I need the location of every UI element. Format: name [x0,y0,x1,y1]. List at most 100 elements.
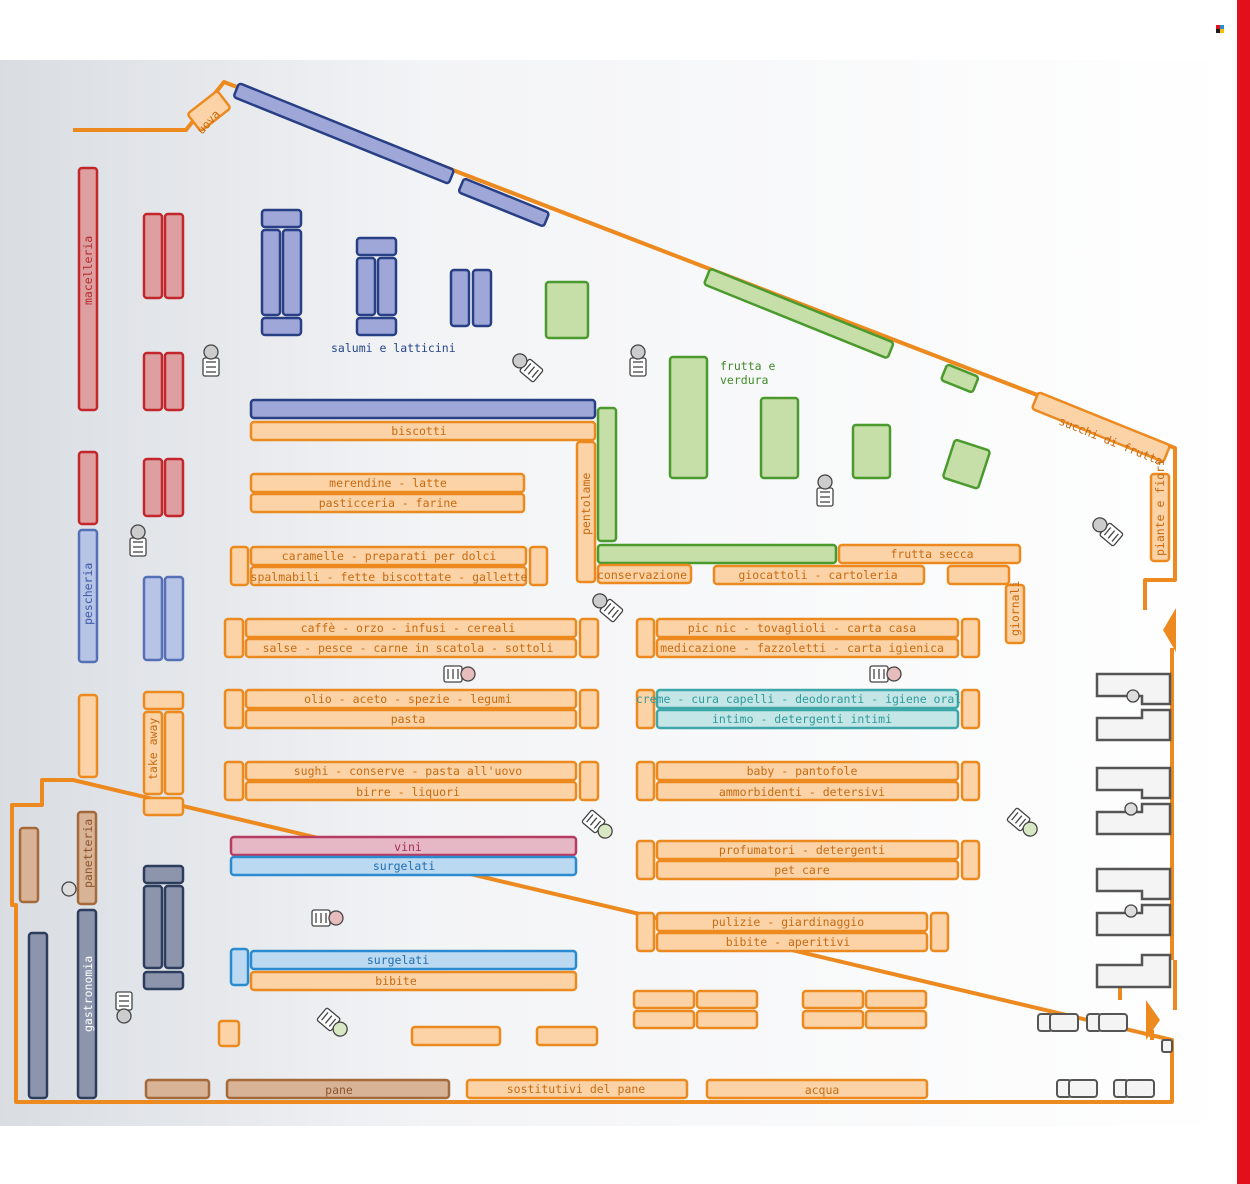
dairy-wall-fridge [458,177,550,227]
small-display [864,1009,928,1030]
label-surgelati-1: surgelati [373,859,435,873]
brand-logo-icon [1216,25,1224,33]
aisle-picnic[interactable] [655,617,960,639]
aisle-giocattoli[interactable] [712,564,926,586]
aisle-pane[interactable] [225,1078,451,1100]
label-creme: creme - cura capelli - deodoranti - igie… [636,692,968,706]
label-picnic: pic nic - tovaglioli - carta casa [688,621,916,635]
aisle-acqua[interactable] [705,1078,929,1100]
aisle-bibite-aperitivi[interactable] [655,931,929,953]
small-display [695,989,759,1010]
aisle-sughi[interactable] [244,760,578,782]
gastronomia-label: gastronomia [81,956,95,1032]
small-display [946,564,1011,586]
takeaway-shelf [163,710,185,796]
aisle-endcap [635,688,656,730]
aisle-frutta-secca[interactable] [837,543,1022,565]
label-olio: olio - aceto - spezie - legumi [304,692,512,706]
produce-table [942,438,991,490]
label-vini: vini [394,840,422,854]
aisle-vini[interactable] [229,835,578,857]
aisle-surgelati-1[interactable] [229,855,578,877]
dairy-island [355,236,398,257]
aisle-creme[interactable] [655,688,960,710]
aisle-endcap [528,545,549,587]
frutta-verdura-label-line2: verdura [720,373,768,387]
label-bibite: bibite [375,974,417,988]
gastronomia-counter[interactable] [76,908,98,1100]
uova-shelf[interactable] [187,90,231,132]
aisle-bibite[interactable] [249,970,578,992]
aisle-conservazione[interactable] [596,563,693,585]
deli-island [163,884,185,970]
dairy-island [260,228,282,317]
small-display [632,1009,696,1030]
dairy-fridge-row [249,398,597,420]
macelleria-counter[interactable] [77,166,99,412]
small-display [217,1019,241,1048]
label-intimo: intimo - detergenti intimi [712,712,892,726]
map-background [0,60,1236,1126]
macelleria-label: macelleria [81,236,95,305]
entrance-arrow-icon [1163,608,1176,652]
aisle-surgelati-2[interactable] [249,949,578,971]
label-pasticceria: pasticceria - farine [319,496,458,510]
aisle-profumatori[interactable] [655,839,960,861]
aisle-endcap [223,688,245,730]
label-pulizie: pulizie - giardinaggio [712,915,864,929]
meat-island [142,351,164,412]
piante-shelf[interactable] [1149,472,1171,563]
aisle-spalmabili[interactable] [249,565,528,587]
aisle-baby[interactable] [655,760,960,782]
aisle-merendine[interactable] [249,472,526,494]
aisle-caffe[interactable] [244,617,578,639]
aisle-endcap [578,617,600,659]
aisle-pasta[interactable] [244,708,578,730]
aisle-pulizie[interactable] [655,911,929,933]
meat-island [142,212,164,300]
pescheria-counter[interactable] [77,528,99,664]
aisle-ammorbidenti[interactable] [655,780,960,802]
meat-island [163,351,185,412]
aisle-endcap [223,760,245,802]
pentolame-shelf[interactable] [575,440,597,584]
store-outline [10,80,1177,1104]
aisle-pasticceria[interactable] [249,492,526,514]
aisle-endcap [578,688,600,730]
bakery-side-counter [18,826,40,904]
aisle-medicazione[interactable] [655,637,960,659]
dairy-island [281,228,303,317]
brand-red-bar [1237,0,1250,1184]
aisle-olio[interactable] [244,688,578,710]
aisle-intimo[interactable] [655,708,960,730]
aisle-petcare[interactable] [655,859,960,881]
succhi-shelf[interactable] [1031,391,1171,463]
aisle-salse[interactable] [244,637,578,659]
salumi-latticini-label: salumi e latticini [331,341,456,355]
aisle-endcap [960,688,981,730]
aisle-endcap [635,617,656,659]
produce-table [668,355,709,480]
giornali-shelf[interactable] [1004,583,1026,645]
label-caffe: caffè - orzo - infusi - cereali [301,621,516,635]
aisle-caramelle[interactable] [249,545,528,567]
dairy-island [449,268,471,328]
frozen-endcap [229,947,250,987]
small-display [695,1009,759,1030]
aisle-sostitutivi[interactable] [465,1078,689,1100]
aisle-biscotti[interactable] [249,420,597,442]
label-pane: pane [325,1083,353,1097]
label-caramelle: caramelle - preparati per dolci [282,549,497,563]
label-giocattoli: giocattoli - cartoleria [738,568,897,582]
shopping-cart-icon [61,344,1140,1037]
meat-island [163,212,185,300]
aisle-birre[interactable] [244,780,578,802]
label-acqua: acqua [805,1083,840,1097]
bread-shelf [144,1078,211,1100]
panetteria-counter[interactable] [76,810,98,906]
produce-long-shelf [596,543,838,565]
dairy-island [376,256,398,317]
macelleria-counter-2[interactable] [77,450,99,526]
checkout-counter-icon [1095,672,1172,989]
